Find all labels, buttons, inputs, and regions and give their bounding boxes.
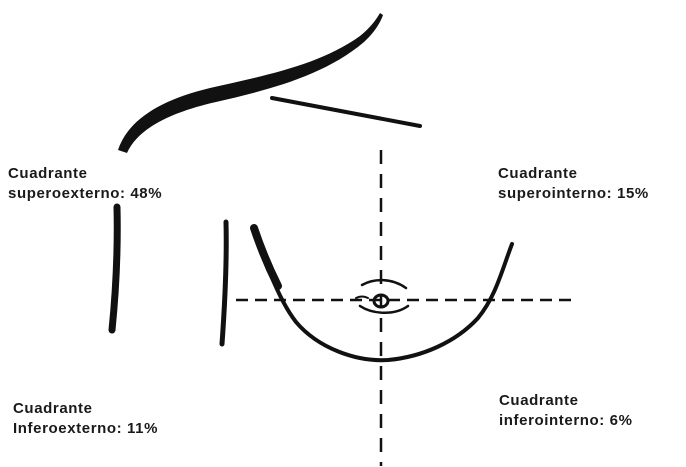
quadrant-label-title: Cuadrante	[499, 391, 633, 411]
quadrant-label-value: superoexterno: 48%	[8, 184, 162, 204]
quadrant-label-value: inferointerno: 6%	[499, 411, 633, 431]
quadrant-label-value: Inferoexterno: 11%	[13, 419, 158, 439]
chest-wall-line	[222, 222, 226, 344]
breast-contour-upper	[254, 228, 278, 286]
quadrant-label-title: Cuadrante	[498, 164, 649, 184]
quadrant-label-superointerno: Cuadrante superointerno: 15%	[498, 164, 649, 204]
shoulder-contour	[118, 13, 383, 153]
quadrant-label-value: superointerno: 15%	[498, 184, 649, 204]
shoulder-line	[272, 98, 420, 126]
quadrant-label-inferointerno: Cuadrante inferointerno: 6%	[499, 391, 633, 431]
body-side-line	[112, 207, 117, 330]
quadrant-label-inferoexterno: Cuadrante Inferoexterno: 11%	[13, 399, 158, 439]
quadrant-label-title: Cuadrante	[8, 164, 162, 184]
areola-left	[356, 297, 368, 299]
quadrant-label-title: Cuadrante	[13, 399, 158, 419]
areola-upper	[362, 280, 406, 288]
quadrant-label-superoexterno: Cuadrante superoexterno: 48%	[8, 164, 162, 204]
